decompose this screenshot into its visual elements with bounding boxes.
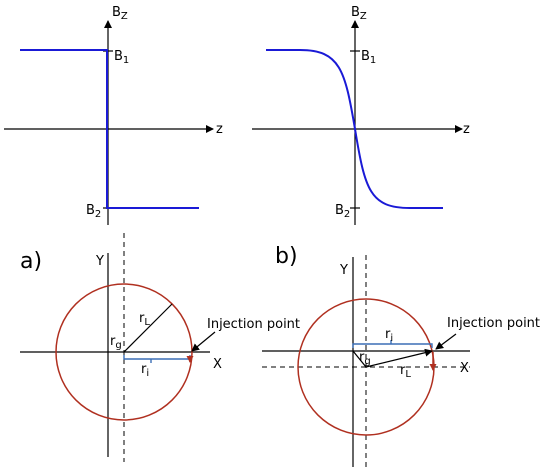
panel-b-rg-label: rg <box>359 350 371 367</box>
panel-b-injection-arrow <box>435 333 457 350</box>
top-right-panel: BZ z B1 B2 <box>252 5 470 225</box>
top-left-b2-label: B2 <box>86 203 101 220</box>
panel-a-injection-label: Injection point <box>207 317 300 332</box>
panel-b-ri-bracket <box>352 343 433 348</box>
top-right-b1-label: B1 <box>361 49 376 66</box>
panel-b-larmor-radius <box>365 348 433 368</box>
top-right-bz-label: BZ <box>351 5 367 22</box>
panel-b-y-label: Y <box>339 263 348 278</box>
panel-b-tag: b) <box>275 244 298 269</box>
panel-b-ri-label: ri <box>385 327 393 344</box>
panel-a-ri-bracket <box>123 355 191 360</box>
panel-b-injection-label: Injection point <box>447 316 540 331</box>
panel-a-orbit-circle <box>55 283 193 421</box>
panel-b-x-label: X <box>460 361 469 376</box>
panel-a-injection-arrow <box>191 331 216 352</box>
panel-a-ri-label: ri <box>141 362 149 379</box>
panel-a-y-label: Y <box>95 254 104 269</box>
panel-a-x-label: X <box>213 357 222 372</box>
top-right-z-label: z <box>463 122 470 137</box>
top-right-smooth-curve <box>266 49 443 209</box>
top-left-panel: BZ z B1 B2 <box>4 5 223 225</box>
top-left-bz-label: BZ <box>112 5 128 22</box>
panel-a-rl-label: rL <box>139 311 150 328</box>
top-right-b2-label: B2 <box>335 203 350 220</box>
top-left-z-label: z <box>216 122 223 137</box>
panel-b-gyro-radius <box>352 350 367 368</box>
panel-a-larmor-radius <box>123 303 173 353</box>
panel-a: a) Y X rL rg ri Injection point <box>20 233 300 462</box>
top-left-b1-label: B1 <box>114 49 129 66</box>
panel-a-rg-label: rg <box>110 334 122 351</box>
top-left-step-curve <box>20 49 199 209</box>
panel-b: b) Y X ri rg rL Injection point <box>262 244 540 470</box>
panel-a-tag: a) <box>20 249 42 274</box>
panel-b-rl-label: rL <box>400 363 411 380</box>
